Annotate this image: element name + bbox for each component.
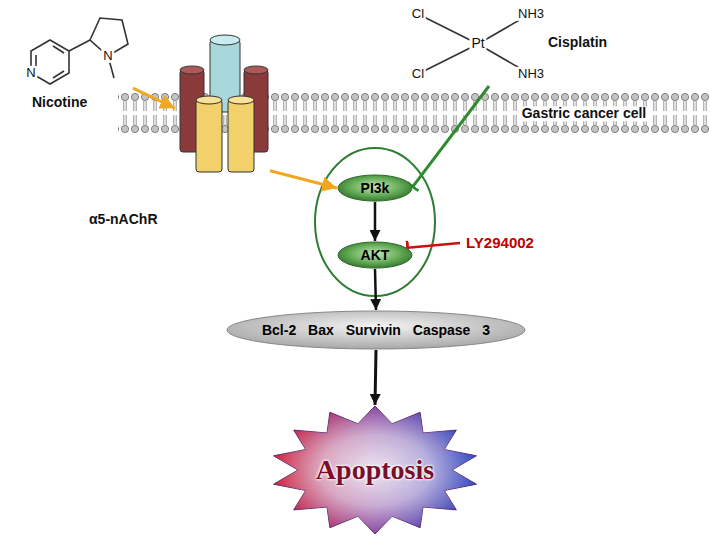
- node-text: α5-nAChR: [89, 211, 158, 227]
- cisplatin-structure: [418, 14, 530, 74]
- activation-arrow: [374, 202, 377, 241]
- receptor-illustration: [180, 35, 268, 172]
- bond: [478, 44, 530, 74]
- oval-shape: [227, 311, 525, 349]
- starburst-shape: [274, 406, 477, 534]
- activation-arrow: [375, 269, 376, 310]
- pyrrolidine-ring: [90, 18, 128, 56]
- oval-shape: [338, 175, 412, 201]
- bond: [478, 14, 530, 44]
- atom-label: N: [101, 49, 114, 63]
- atom-label: Cl: [410, 67, 426, 81]
- outcome-starburst: Apoptosis: [270, 405, 480, 535]
- inhibition-line: [408, 243, 460, 248]
- double-bond: [53, 71, 64, 78]
- atom-label: N: [24, 66, 37, 80]
- molecule-node: Nicotine: [18, 6, 133, 114]
- node-outline: [337, 241, 413, 269]
- atom-label: NH3: [516, 7, 546, 21]
- node-text: Cisplatin: [548, 34, 607, 50]
- receptor-subunit-top: [180, 66, 204, 74]
- activation-arrow: [375, 350, 376, 405]
- receptor-subunit-top: [210, 35, 240, 45]
- kinase-oval: AKT: [337, 241, 413, 269]
- starburst-glow: [274, 406, 477, 534]
- activation-arrow: [133, 88, 175, 108]
- node-text: PI3k: [361, 180, 390, 196]
- receptor-subunit-top: [244, 66, 268, 74]
- inhibition-line: [413, 86, 489, 187]
- receptor-node: α5-nAChR: [175, 33, 270, 175]
- methyl-bond: [108, 56, 114, 78]
- bond: [418, 44, 478, 74]
- receptor-subunit-top: [228, 96, 254, 104]
- single-bond: [69, 40, 90, 51]
- pyridine-ring: [31, 40, 69, 84]
- node-outline: [226, 310, 526, 350]
- atom-label: Pt: [469, 36, 486, 51]
- double-bond: [35, 55, 37, 69]
- node-outline: [337, 174, 413, 202]
- receptor-subunit: [228, 100, 254, 172]
- activation-arrow: [270, 171, 337, 188]
- molecule-node: Cisplatin: [398, 2, 620, 86]
- node-text: AKT: [361, 247, 390, 263]
- receptor-subunit: [196, 100, 222, 172]
- bond: [418, 14, 478, 44]
- kinase-oval: PI3k: [337, 174, 413, 202]
- membrane-label: Gastric cancer cell: [520, 106, 649, 121]
- node-outline: [270, 405, 480, 535]
- protein-ellipse: Bcl-2 Bax Survivin Caspase 3: [226, 310, 526, 350]
- oval-shape: [338, 242, 412, 268]
- receptor-subunit-top: [196, 96, 222, 104]
- double-bond: [53, 46, 64, 53]
- node-text: Nicotine: [32, 94, 87, 110]
- node-text: Bcl-2 Bax Survivin Caspase 3: [262, 322, 490, 338]
- node-text: LY294002: [466, 234, 534, 251]
- inhibitor-label: LY294002: [460, 232, 540, 254]
- nicotine-structure: [31, 18, 128, 84]
- node-text: Apoptosis: [316, 454, 434, 486]
- atom-label: NH3: [516, 67, 546, 81]
- atom-label: Cl: [410, 7, 426, 21]
